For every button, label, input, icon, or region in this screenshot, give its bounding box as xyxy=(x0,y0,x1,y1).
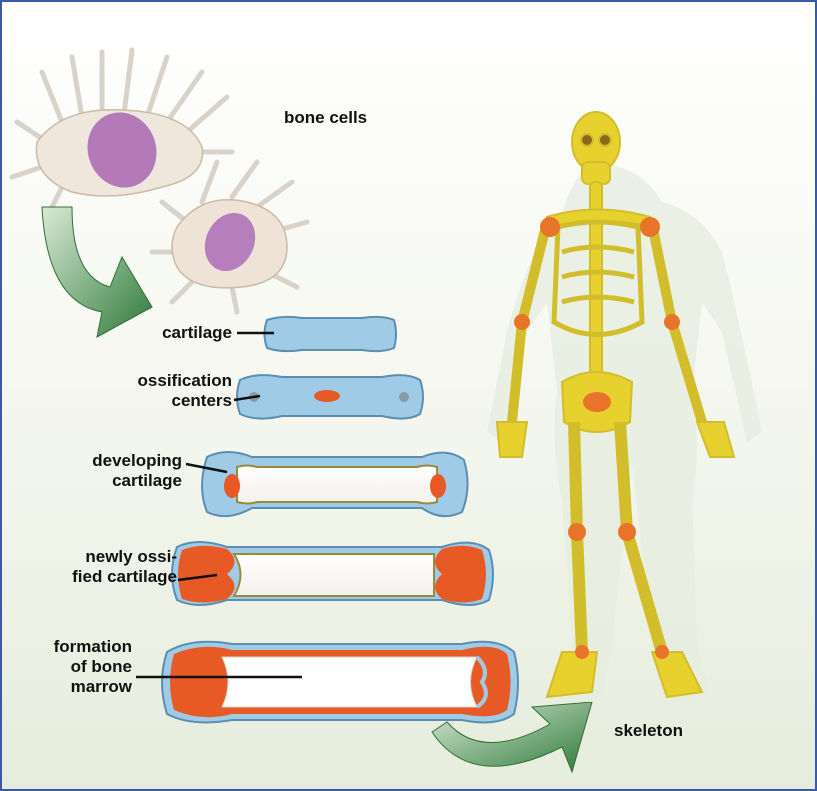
green-arrow-cells-icon xyxy=(42,207,152,337)
bone-stage-newly-ossified xyxy=(172,542,493,605)
label-bone-cells: bone cells xyxy=(284,108,367,128)
label-newly-ossified-cartilage: newly ossi- fied cartilage xyxy=(22,547,177,587)
skeleton-figure xyxy=(487,112,762,707)
bone-stage-developing-cartilage xyxy=(202,452,468,516)
bone-stage-ossification-centers xyxy=(237,375,423,418)
bone-stage-cartilage xyxy=(265,317,397,351)
label-cartilage: cartilage xyxy=(132,323,232,343)
label-developing-cartilage: developing cartilage xyxy=(32,451,182,491)
label-formation-of-bone-marrow: formation of bone marrow xyxy=(17,637,132,697)
label-skeleton: skeleton xyxy=(614,721,683,741)
bone-stage-bone-marrow xyxy=(162,642,518,723)
label-ossification-centers: ossification centers xyxy=(72,371,232,411)
